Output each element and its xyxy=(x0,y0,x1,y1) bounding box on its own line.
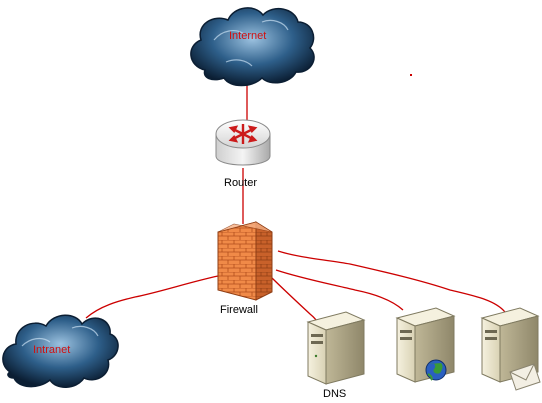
stray-mark xyxy=(410,74,412,76)
link-firewall-web xyxy=(275,269,404,311)
mail-server-icon xyxy=(480,307,541,391)
intranet-label: Intranet xyxy=(33,344,71,356)
router-label: Router xyxy=(224,177,258,189)
router-icon xyxy=(215,119,271,166)
link-firewall-intranet xyxy=(85,275,219,319)
firewall-icon xyxy=(217,221,273,301)
globe-icon xyxy=(425,359,447,381)
dns-label: DNS xyxy=(323,388,347,400)
link-firewall-mail xyxy=(277,250,506,313)
dns-server-icon xyxy=(306,311,366,385)
intranet-cloud-icon xyxy=(2,314,119,388)
internet-cloud-icon xyxy=(190,7,315,87)
link-firewall-dns xyxy=(269,275,321,327)
firewall-label: Firewall xyxy=(220,304,258,316)
web-server-icon xyxy=(395,307,456,383)
envelope-icon xyxy=(509,363,541,391)
links xyxy=(85,84,506,327)
internet-label: Internet xyxy=(229,30,267,42)
